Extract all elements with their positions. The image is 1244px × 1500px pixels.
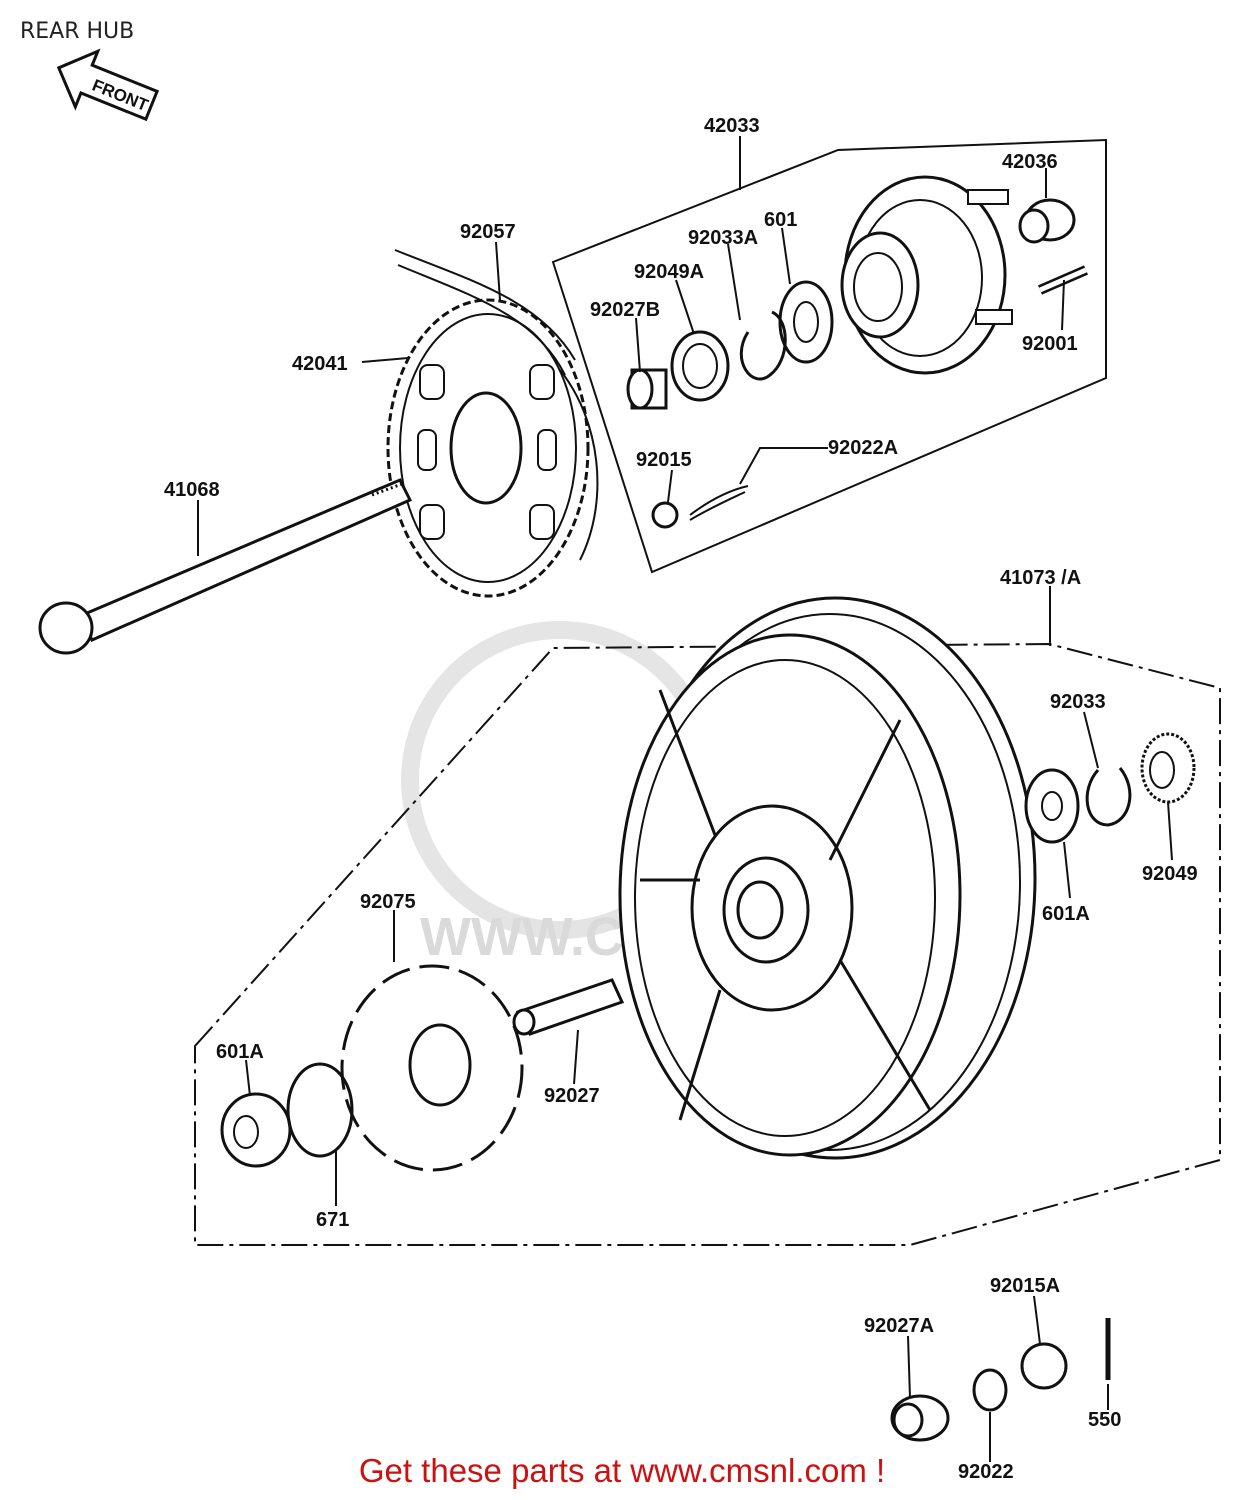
footer-link[interactable]: Get these parts at www.cmsnl.com !: [358, 1452, 886, 1489]
bearing-601: [778, 280, 834, 364]
collar-92027B: [626, 368, 668, 410]
label-92075: 92075: [360, 891, 416, 913]
label-92027: 92027: [544, 1085, 600, 1107]
seal-92049: [1140, 732, 1196, 804]
label-671: 671: [316, 1209, 349, 1231]
label-41073A: 41073 /A: [1000, 567, 1081, 589]
hub-parts-box: [551, 138, 1107, 574]
label-42041: 42041: [292, 353, 348, 375]
label-92001: 92001: [1022, 333, 1078, 355]
label-42033: 42033: [704, 115, 760, 137]
axle-41068: [38, 478, 413, 655]
part-labels: 42033 42036 601 92033A 92057 92049A 9202…: [164, 115, 1198, 1483]
nut-92015A: [1020, 1342, 1068, 1390]
bearing-601A-left: [220, 1092, 292, 1168]
label-92049A: 92049A: [634, 261, 704, 283]
label-92015A: 92015A: [990, 1275, 1060, 1297]
collar-92027: [512, 978, 625, 1036]
label-92057: 92057: [460, 221, 516, 243]
label-601A-left: 601A: [216, 1041, 264, 1063]
label-92022A: 92022A: [828, 437, 898, 459]
front-arrow-icon: FRONT: [56, 48, 160, 122]
sprocket-42041: [386, 298, 590, 598]
label-41068: 41068: [164, 479, 220, 501]
label-92027A: 92027A: [864, 1315, 934, 1337]
label-92015: 92015: [636, 449, 692, 471]
wheel-41073: [618, 596, 1037, 1160]
label-92049: 92049: [1142, 863, 1198, 885]
label-92027B: 92027B: [590, 299, 660, 321]
label-550: 550: [1088, 1409, 1121, 1431]
collar-42036: [1018, 198, 1076, 244]
label-601: 601: [764, 209, 797, 231]
cotter-pin-92022A: [689, 485, 749, 521]
collar-92027A: [890, 1394, 950, 1442]
hub-flange: [840, 175, 1013, 375]
o-ring-671: [286, 1062, 354, 1158]
label-92033: 92033: [1050, 691, 1106, 713]
circlip-92033A: [739, 310, 787, 381]
circlip-92033: [1085, 767, 1132, 827]
page-title: REAR HUB: [20, 19, 134, 44]
label-601A-right: 601A: [1042, 903, 1090, 925]
label-92022: 92022: [958, 1461, 1014, 1483]
washer-92022: [972, 1368, 1008, 1412]
label-42036: 42036: [1002, 151, 1058, 173]
seal-92049A: [670, 330, 730, 402]
damper-92075: [340, 964, 524, 1172]
bearing-601A-right: [1024, 768, 1080, 844]
label-92033A: 92033A: [688, 227, 758, 249]
wheel-parts-box: [194, 642, 1221, 1246]
leader-lines: [197, 136, 1173, 1462]
nut-92015: [651, 501, 679, 529]
